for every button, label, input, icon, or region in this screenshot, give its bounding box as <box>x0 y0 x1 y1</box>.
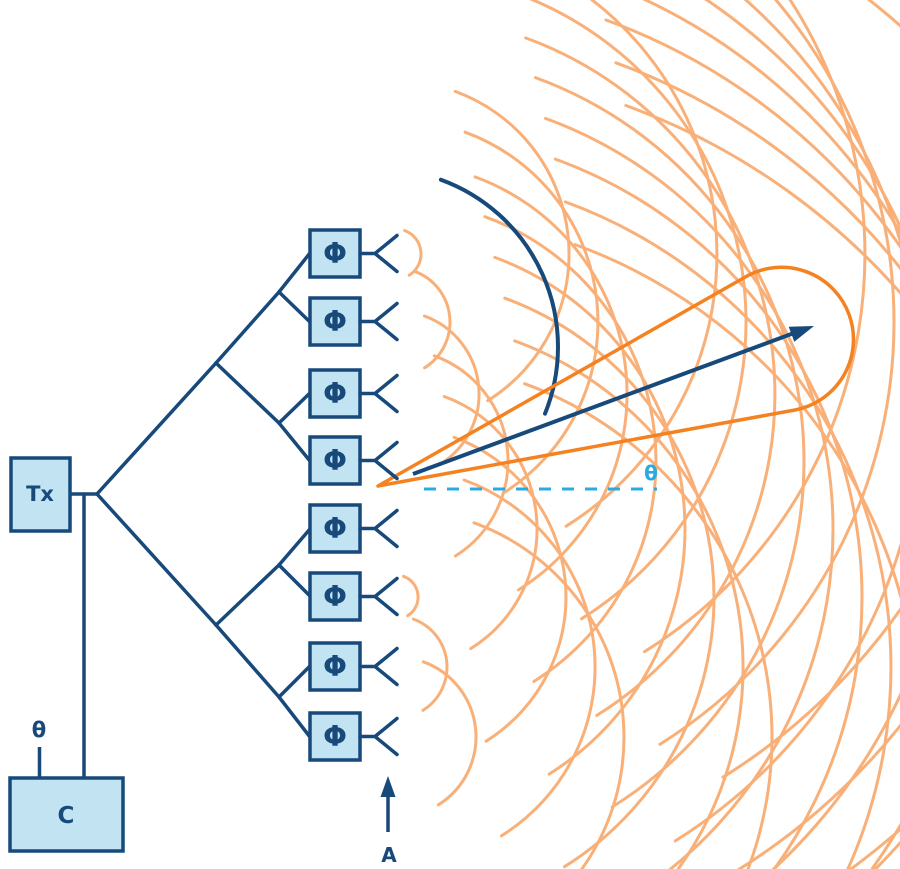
wavefront-arc <box>658 0 896 746</box>
wavefront-arc <box>553 157 864 869</box>
wavefront-arc <box>524 36 777 717</box>
controller-label: C <box>58 803 75 829</box>
axis-arrowhead-icon <box>380 776 396 797</box>
wavefront-arc <box>721 607 900 779</box>
beam-direction-arrow <box>412 326 814 476</box>
wavefront-arc <box>544 116 835 869</box>
wavefront-arc <box>453 89 571 403</box>
feed-line <box>214 361 281 425</box>
wavefront-arc <box>704 0 900 869</box>
phase-shifter-array: Φ Φ Φ Φ Φ Φ Φ Φ <box>308 228 399 762</box>
wavefront-arc <box>472 521 626 869</box>
antenna-icon <box>358 440 399 481</box>
phase-shifter-label: Φ <box>323 237 347 270</box>
wavefront-arc <box>411 617 449 712</box>
beam-arrow-shaft <box>412 331 795 476</box>
phase-shifter: Φ <box>308 296 399 347</box>
antenna-icon <box>358 233 399 274</box>
feed-line <box>95 361 218 496</box>
wavefront-arc <box>573 243 900 600</box>
wavefront-arc <box>534 76 806 809</box>
phase-shifter-label: Φ <box>323 650 347 683</box>
wavefront-arc <box>614 61 900 271</box>
wavefront-arc <box>641 0 900 869</box>
beam-lobe-outline <box>376 265 856 488</box>
wavefront-arc <box>673 0 900 843</box>
wavefront-arc <box>866 0 900 28</box>
feed-line <box>277 290 312 324</box>
wavefront-arc <box>564 0 719 528</box>
axis-label: A <box>381 843 397 867</box>
wavefront-arc <box>403 229 423 277</box>
wavefront-arc <box>604 18 900 250</box>
beam-arrowhead-icon <box>788 326 814 342</box>
array-axis-arrow: A <box>380 776 397 867</box>
antenna-icon <box>358 716 399 757</box>
wavefront-arc <box>523 382 774 869</box>
phase-shifter: Φ <box>308 435 399 486</box>
steered-wavefront-arc <box>438 177 560 416</box>
phase-shifter-label: Φ <box>323 377 347 410</box>
phase-shifter: Φ <box>308 571 399 622</box>
feed-line <box>214 563 281 627</box>
wavefront-arc <box>637 0 900 869</box>
tx-box <box>9 456 72 533</box>
phase-shifter-label: Φ <box>323 720 347 753</box>
antenna-icon <box>358 301 399 342</box>
wavefront-arc <box>432 354 510 558</box>
feed-line <box>277 563 312 598</box>
beam-angle-label: θ <box>644 461 658 485</box>
antenna-icon <box>358 576 399 617</box>
phase-shifter-box <box>308 571 362 622</box>
tx-label: Tx <box>26 482 54 506</box>
phase-shifter: Φ <box>308 641 399 692</box>
phase-shifter: Φ <box>308 228 399 279</box>
wavefront-arc <box>462 478 597 838</box>
wavefront-arc <box>643 0 867 654</box>
wavefront-arc <box>442 395 539 651</box>
feed-line <box>277 391 312 425</box>
phase-shifter-box <box>308 641 362 692</box>
feed-network <box>68 251 312 780</box>
phase-shifter-label: Φ <box>323 512 347 545</box>
antenna-icon <box>358 646 399 687</box>
wavefront-arc <box>402 574 420 618</box>
phase-shifter: Φ <box>308 368 399 419</box>
wavefront-arc <box>624 104 900 295</box>
phase-shifter-label: Φ <box>323 580 347 613</box>
feed-line <box>277 695 312 739</box>
controller-block: θ C <box>8 718 125 853</box>
feed-line <box>277 251 312 294</box>
controller-box <box>8 776 125 853</box>
phase-shifter: Φ <box>308 711 399 762</box>
phase-shifter-label: Φ <box>323 305 347 338</box>
feed-line <box>277 664 312 699</box>
wavefront-arc <box>463 130 600 495</box>
steering-angle-label: θ <box>32 718 46 742</box>
feed-line <box>95 492 218 627</box>
phase-shifter-box <box>308 296 362 347</box>
feed-line <box>277 421 312 463</box>
phase-shifter-label: Φ <box>323 444 347 477</box>
antenna-icon <box>358 373 399 414</box>
wavefront-arc <box>421 660 478 807</box>
tx-block: Tx <box>9 456 72 533</box>
wavefront-arc <box>473 175 629 592</box>
feed-line <box>214 623 281 699</box>
feed-line <box>214 290 281 365</box>
feed-line <box>277 527 312 567</box>
phase-shifter: Φ <box>308 503 399 554</box>
wavefront-arc <box>503 296 716 869</box>
antenna-icon <box>358 508 399 549</box>
wavefront-arc <box>563 200 893 869</box>
